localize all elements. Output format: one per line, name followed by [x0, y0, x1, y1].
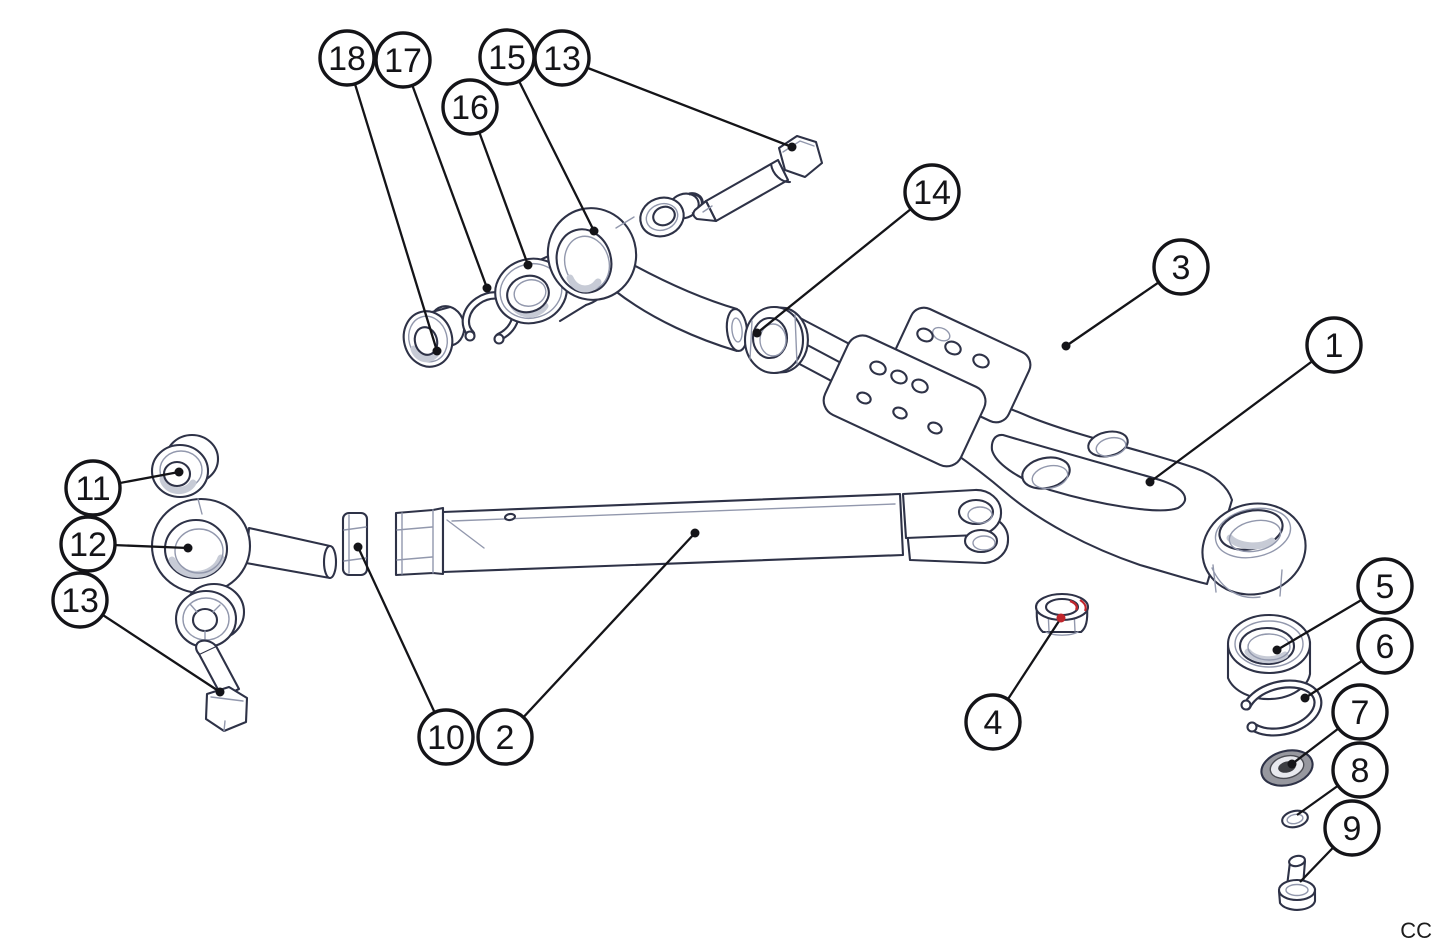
callout-circle-2: [476, 708, 534, 766]
rod-end-drawing: [150, 433, 338, 733]
callout-5-14: 5: [1356, 557, 1414, 615]
callout-9-18: 9: [1323, 799, 1381, 857]
callout-16-2: 16: [441, 78, 499, 136]
callout-number-5: 5: [1376, 568, 1395, 606]
callout-number-6: 6: [1376, 628, 1395, 666]
callout-circle-18: [318, 29, 376, 87]
leader-line-10-11: [356, 546, 448, 738]
leader-dot-16-2: [523, 260, 533, 270]
callout-circle-13: [533, 29, 591, 87]
callout-number-11: 11: [75, 470, 110, 508]
leader-dot-18-0: [432, 346, 442, 356]
flanged-nut-drawing: [1034, 592, 1090, 636]
callout-number-9: 9: [1343, 810, 1362, 848]
leader-dot-5-14: [1272, 645, 1282, 655]
leader-dot-11-8: [174, 467, 184, 477]
leader-dot-15-3: [589, 226, 599, 236]
leader-dot-12-9: [183, 543, 193, 553]
callout-circle-14: [903, 163, 961, 221]
callout-13-10: 13: [51, 571, 109, 629]
callout-15-3: 15: [478, 28, 536, 86]
callout-number-18: 18: [328, 40, 366, 78]
callout-circle-6: [1356, 617, 1414, 675]
hardware-stack-drawing: [1226, 613, 1323, 911]
callout-number-13: 13: [61, 582, 99, 620]
leader-dot-13-4: [787, 142, 797, 152]
watermark-text: CC: [1400, 918, 1432, 943]
leader-dot-6-15: [1300, 693, 1310, 703]
callout-number-10: 10: [427, 719, 465, 757]
callout-circle-5: [1356, 557, 1414, 615]
callout-11-8: 11: [64, 459, 122, 517]
callout-7-16: 7: [1331, 683, 1389, 741]
callout-circle-12: [59, 515, 117, 573]
leader-line-1-7: [1149, 344, 1335, 483]
callout-2-12: 2: [476, 708, 534, 766]
leader-dot-17-1: [482, 283, 492, 293]
callout-circle-11: [64, 459, 122, 517]
callout-circle-17: [374, 31, 432, 89]
leader-dot-3-6: [1061, 341, 1071, 351]
callout-circle-10: [417, 708, 475, 766]
callout-number-15: 15: [488, 39, 526, 77]
callout-3-6: 3: [1152, 238, 1210, 296]
callout-4-13: 4: [964, 693, 1022, 751]
callout-number-2: 2: [496, 719, 515, 757]
leader-dot-1-7: [1145, 477, 1155, 487]
callout-number-3: 3: [1172, 249, 1191, 287]
leader-line-17-1: [401, 59, 489, 289]
callout-8-17: 8: [1331, 741, 1389, 799]
callout-number-12: 12: [69, 526, 107, 564]
leader-dot-4-13: [1056, 613, 1066, 623]
parts-drawing: [150, 134, 1323, 911]
tube-arm-drawing: [341, 488, 1010, 577]
callout-number-1: 1: [1325, 327, 1344, 365]
leader-line-2-12: [504, 532, 696, 738]
callout-circle-13: [51, 571, 109, 629]
callout-number-17: 17: [384, 42, 422, 80]
callout-circle-1: [1305, 316, 1363, 374]
callout-circle-16: [441, 78, 499, 136]
leader-line-13-4: [561, 56, 793, 149]
callout-1-7: 1: [1305, 316, 1363, 374]
callout-number-16: 16: [451, 89, 489, 127]
callout-circle-3: [1152, 238, 1210, 296]
callout-6-15: 6: [1356, 617, 1414, 675]
callout-number-4: 4: [984, 704, 1003, 742]
leader-line-18-0: [345, 57, 439, 352]
leader-line-14-5: [756, 191, 933, 334]
leader-line-15-3: [505, 56, 596, 232]
callout-number-14: 14: [913, 174, 951, 212]
leader-dot-10-11: [353, 542, 363, 552]
leader-dot-13-10: [215, 687, 225, 697]
callout-circle-8: [1331, 741, 1389, 799]
callout-number-7: 7: [1351, 694, 1370, 732]
callout-14-5: 14: [903, 163, 961, 221]
callout-number-13: 13: [543, 40, 581, 78]
leader-dot-14-5: [752, 328, 762, 338]
callout-12-9: 12: [59, 515, 117, 573]
leader-dot-2-12: [690, 528, 700, 538]
callout-circle-4: [964, 693, 1022, 751]
callout-10-11: 10: [417, 708, 475, 766]
callout-circle-9: [1323, 799, 1381, 857]
callout-number-8: 8: [1351, 752, 1370, 790]
callout-17-1: 17: [374, 31, 432, 89]
callout-circle-7: [1331, 683, 1389, 741]
leader-dot-7-16: [1287, 759, 1297, 769]
callout-13-4: 13: [533, 29, 591, 87]
main-arm-drawing: [822, 306, 1307, 599]
callout-18-0: 18: [318, 29, 376, 87]
